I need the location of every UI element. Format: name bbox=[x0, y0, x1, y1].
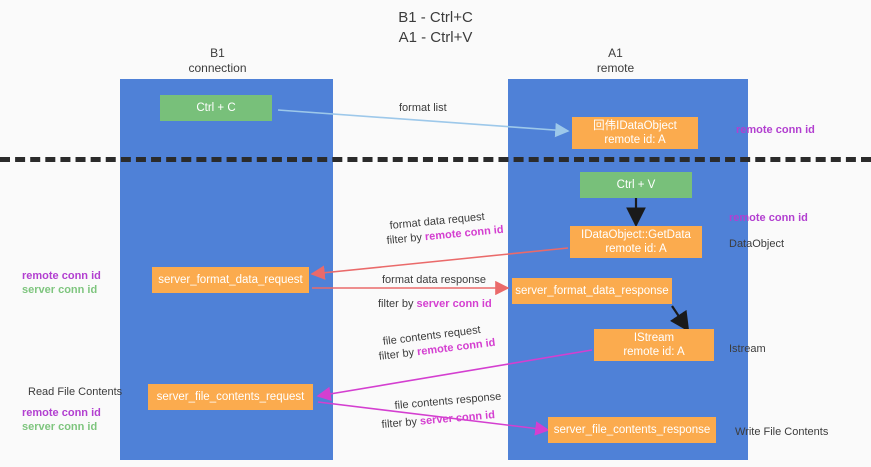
node-server-format-data-response[interactable]: server_format_data_response bbox=[512, 278, 672, 304]
node-server-file-contents-request-label: server_file_contents_request bbox=[156, 391, 305, 403]
node-istream-line1: IStream bbox=[633, 332, 675, 344]
annotation-right-dataobject: DataObject bbox=[729, 238, 785, 250]
filter-prefix: filter by bbox=[378, 346, 418, 363]
edge-label-format-list: format list bbox=[399, 102, 447, 114]
node-dataobject-remote[interactable]: 回伟IDataObject remote id: A bbox=[572, 117, 698, 149]
filter-prefix: filter by bbox=[378, 298, 417, 310]
annotation-left-server-conn-id-2: server conn id bbox=[22, 421, 98, 433]
annotation-right-istream: Istream bbox=[729, 343, 766, 355]
node-server-format-data-request-label: server_format_data_request bbox=[158, 274, 303, 286]
node-ctrl-v-label: Ctrl + V bbox=[616, 179, 656, 191]
column-a1-name: A1 bbox=[608, 46, 623, 60]
phase-divider bbox=[0, 157, 871, 162]
annotation-left-remote-conn-id-2: remote conn id bbox=[22, 407, 101, 419]
annotation-left-server-conn-id-1: server conn id bbox=[22, 284, 98, 296]
node-istream-line2: remote id: A bbox=[623, 346, 685, 358]
annotation-right-write-file-contents: Write File Contents bbox=[735, 426, 829, 438]
annotation-right-remote-conn-id-2: remote conn id bbox=[729, 212, 808, 224]
node-istream[interactable]: IStream remote id: A bbox=[594, 329, 714, 361]
title-line-1: B1 - Ctrl+C bbox=[398, 9, 473, 26]
diagram-title: B1 - Ctrl+C A1 - Ctrl+V bbox=[0, 8, 871, 48]
node-getdata[interactable]: IDataObject::GetData remote id: A bbox=[570, 226, 702, 258]
node-server-format-data-response-label: server_format_data_response bbox=[515, 285, 669, 297]
title-line-2: A1 - Ctrl+V bbox=[398, 29, 473, 46]
filter-prefix: filter by bbox=[381, 415, 421, 431]
node-ctrl-c-label: Ctrl + C bbox=[196, 102, 236, 114]
edge-label-format-data-response: format data response bbox=[382, 274, 486, 286]
column-b1-role: connection bbox=[188, 61, 247, 75]
node-server-file-contents-response-label: server_file_contents_response bbox=[553, 424, 711, 436]
filter-key-server-conn-id: server conn id bbox=[419, 409, 496, 428]
node-server-file-contents-response[interactable]: server_file_contents_response bbox=[548, 417, 716, 443]
node-ctrl-c[interactable]: Ctrl + C bbox=[160, 95, 272, 121]
column-header-a1: A1 remote bbox=[548, 46, 683, 76]
column-a1-role: remote bbox=[596, 61, 635, 75]
annotation-left-remote-conn-id-1: remote conn id bbox=[22, 270, 101, 282]
filter-prefix: filter by bbox=[386, 231, 426, 247]
column-header-b1: B1 connection bbox=[150, 46, 285, 76]
node-ctrl-v[interactable]: Ctrl + V bbox=[580, 172, 692, 198]
node-dataobject-remote-line1: 回伟IDataObject bbox=[593, 120, 677, 132]
annotation-right-remote-conn-id-1: remote conn id bbox=[736, 124, 815, 136]
node-getdata-line1: IDataObject::GetData bbox=[581, 229, 691, 241]
annotation-left-read-file-contents: Read File Contents bbox=[28, 386, 123, 398]
node-server-format-data-request[interactable]: server_format_data_request bbox=[152, 267, 309, 293]
column-b1-name: B1 bbox=[210, 46, 225, 60]
node-dataobject-remote-line2: remote id: A bbox=[604, 134, 666, 146]
node-getdata-line2: remote id: A bbox=[605, 243, 667, 255]
node-server-file-contents-request[interactable]: server_file_contents_request bbox=[148, 384, 313, 410]
filter-key-server-conn-id: server conn id bbox=[416, 298, 492, 310]
edge-label-format-data-response-filter: filter by server conn id bbox=[378, 297, 492, 312]
